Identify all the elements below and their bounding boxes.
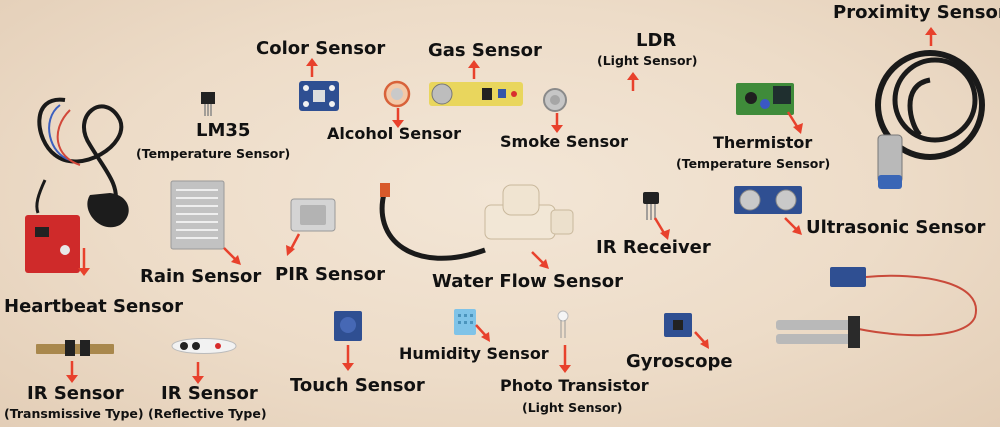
label-lm35: LM35 bbox=[196, 120, 251, 141]
label-gas-sensor: Gas Sensor bbox=[428, 40, 542, 61]
lm35-component bbox=[201, 92, 215, 116]
gyroscope-module bbox=[664, 313, 692, 337]
smoke-sensor-component bbox=[543, 88, 567, 112]
thermistor-module bbox=[736, 83, 794, 115]
label-ir-receiver: IR Receiver bbox=[596, 237, 711, 258]
touch-sensor-module bbox=[334, 311, 362, 341]
arrow-pir-sensor bbox=[286, 233, 301, 256]
color-sensor-module bbox=[299, 81, 339, 111]
arrow-ir-sensor-reflective bbox=[192, 362, 204, 384]
water-flow-sensor-device bbox=[379, 183, 574, 261]
ir-receiver-component bbox=[643, 192, 659, 220]
arrow-heartbeat-sensor bbox=[78, 248, 90, 276]
arrow-touch-sensor bbox=[342, 345, 354, 371]
gas-sensor-module bbox=[429, 82, 523, 106]
label-heartbeat-sensor: Heartbeat Sensor bbox=[4, 296, 183, 317]
arrow-rain-sensor bbox=[223, 247, 241, 265]
label-thermistor: Thermistor bbox=[713, 133, 813, 152]
arrow-humidity-sensor bbox=[475, 324, 490, 342]
arrow-ultrasonic-sensor bbox=[784, 217, 802, 235]
label-water-flow-sensor: Water Flow Sensor bbox=[432, 271, 623, 292]
arrow-ldr bbox=[627, 72, 639, 91]
label-gyroscope: Gyroscope bbox=[626, 351, 733, 372]
arrow-thermistor bbox=[786, 111, 803, 134]
ir-sensor-reflective-module bbox=[171, 338, 237, 354]
photo-transistor-component bbox=[557, 310, 569, 338]
arrow-proximity-sensor bbox=[925, 27, 937, 46]
label-color-sensor: Color Sensor bbox=[256, 38, 386, 59]
arrow-alcohol-sensor bbox=[392, 108, 404, 128]
arrow-water-flow-sensor bbox=[531, 251, 549, 269]
label-ldr-sub: (Light Sensor) bbox=[597, 53, 698, 68]
label-touch-sensor: Touch Sensor bbox=[290, 375, 425, 396]
arrow-ir-receiver bbox=[653, 217, 670, 240]
ir-sensor-transmissive-module bbox=[36, 340, 114, 356]
label-ldr: LDR bbox=[636, 30, 677, 51]
proximity-sensor-device bbox=[875, 50, 985, 189]
arrow-photo-transistor bbox=[559, 345, 571, 373]
label-pir-sensor: PIR Sensor bbox=[275, 264, 385, 285]
label-thermistor-sub: (Temperature Sensor) bbox=[676, 156, 831, 171]
ultrasonic-sensor-module bbox=[734, 186, 802, 214]
label-photo-transistor: Photo Transistor bbox=[500, 376, 649, 395]
label-ir-sensor-transmissive-sub: (Transmissive Type) bbox=[4, 406, 144, 421]
pir-sensor-module bbox=[290, 198, 336, 232]
label-rain-sensor: Rain Sensor bbox=[140, 266, 262, 287]
label-photo-transistor-sub: (Light Sensor) bbox=[522, 400, 623, 415]
label-ir-sensor-reflective: IR Sensor bbox=[161, 383, 258, 404]
arrow-gyroscope bbox=[694, 331, 709, 349]
label-humidity-sensor: Humidity Sensor bbox=[399, 344, 549, 363]
arrow-gas-sensor bbox=[468, 60, 480, 79]
humidity-sensor-module bbox=[454, 309, 476, 335]
alcohol-sensor-component bbox=[383, 80, 411, 108]
label-alcohol-sensor: Alcohol Sensor bbox=[327, 124, 461, 143]
rain-sensor-plate bbox=[170, 180, 225, 250]
label-lm35-sub: (Temperature Sensor) bbox=[136, 146, 291, 161]
soil-moisture-sensor bbox=[776, 267, 978, 348]
label-ultrasonic-sensor: Ultrasonic Sensor bbox=[806, 217, 986, 238]
arrow-color-sensor bbox=[306, 58, 318, 77]
heartbeat-sensor-module bbox=[25, 97, 129, 273]
label-proximity-sensor: Proximity Sensor bbox=[833, 2, 1000, 23]
label-ir-sensor-transmissive: IR Sensor bbox=[27, 383, 124, 404]
label-ir-sensor-reflective-sub: (Reflective Type) bbox=[148, 406, 267, 421]
arrow-ir-sensor-transmissive bbox=[66, 361, 78, 383]
arrow-smoke-sensor bbox=[551, 113, 563, 133]
label-smoke-sensor: Smoke Sensor bbox=[500, 132, 628, 151]
